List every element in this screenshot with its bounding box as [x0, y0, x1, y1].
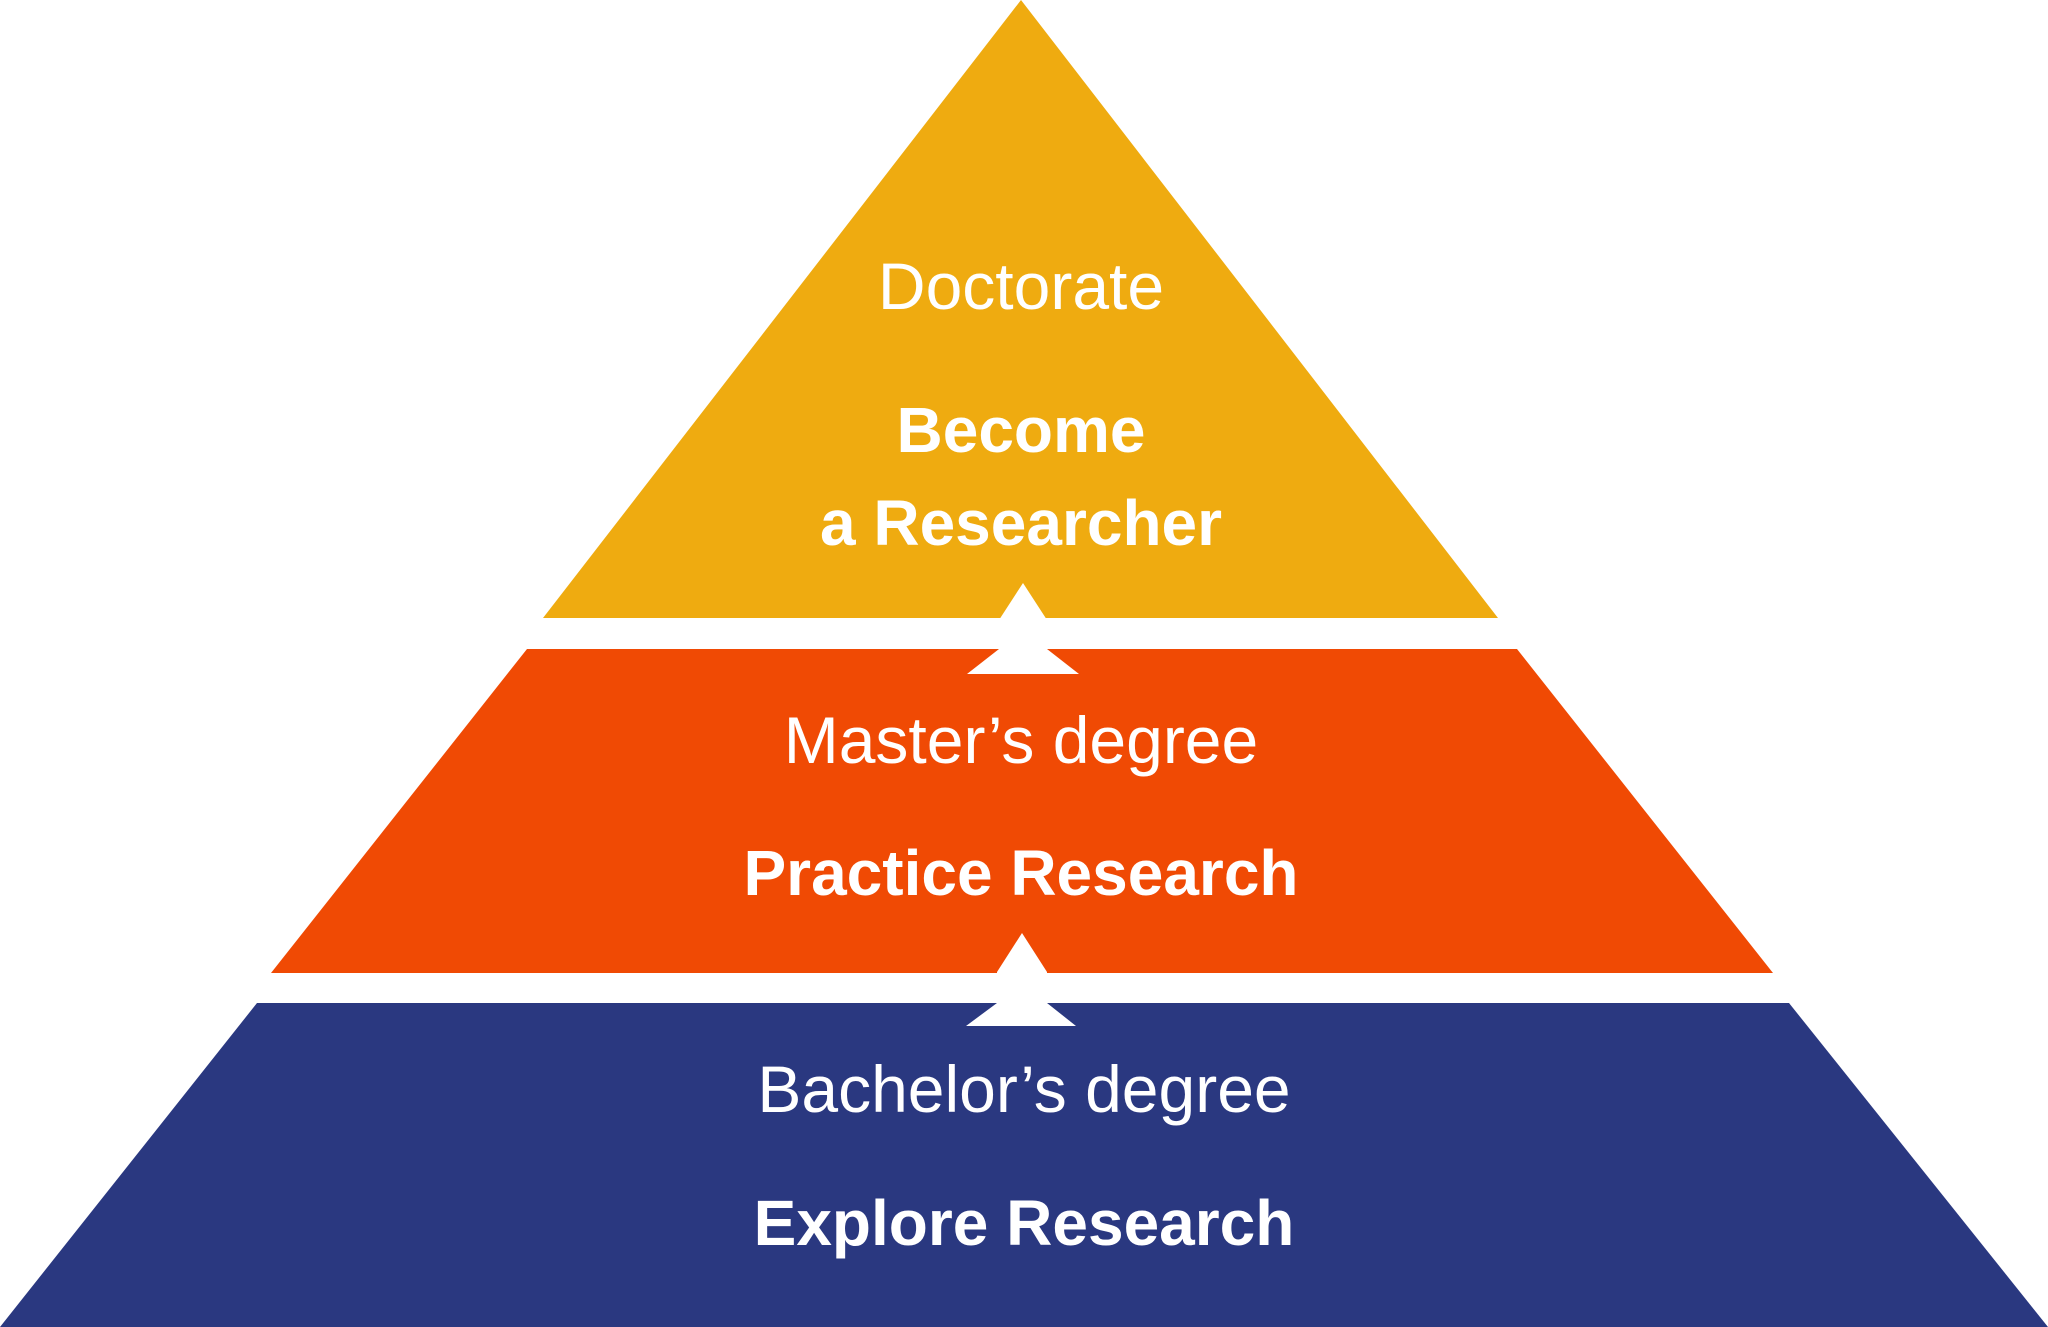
tier-doctorate-degree: Doctorate [878, 249, 1164, 323]
up-arrow-icon [966, 933, 1076, 1026]
tier-masters-shape [271, 649, 1773, 973]
tier-bachelors-degree: Bachelor’s degree [757, 1052, 1290, 1126]
tier-bachelors: Bachelor’s degree Explore Research [0, 1003, 2048, 1327]
tier-masters-degree: Master’s degree [784, 703, 1258, 777]
tier-masters-title: Practice Research [743, 837, 1298, 909]
tier-doctorate-shape [543, 0, 1498, 618]
tier-bachelors-title: Explore Research [754, 1187, 1295, 1259]
tier-doctorate-title-line2: a Researcher [820, 487, 1222, 559]
up-arrow-icon [967, 583, 1079, 674]
tier-masters: Master’s degree Practice Research [271, 649, 1773, 973]
tier-doctorate-title-line1: Become [897, 394, 1146, 466]
tier-doctorate: Doctorate Become a Researcher [543, 0, 1498, 618]
tier-bachelors-shape [0, 1003, 2048, 1327]
